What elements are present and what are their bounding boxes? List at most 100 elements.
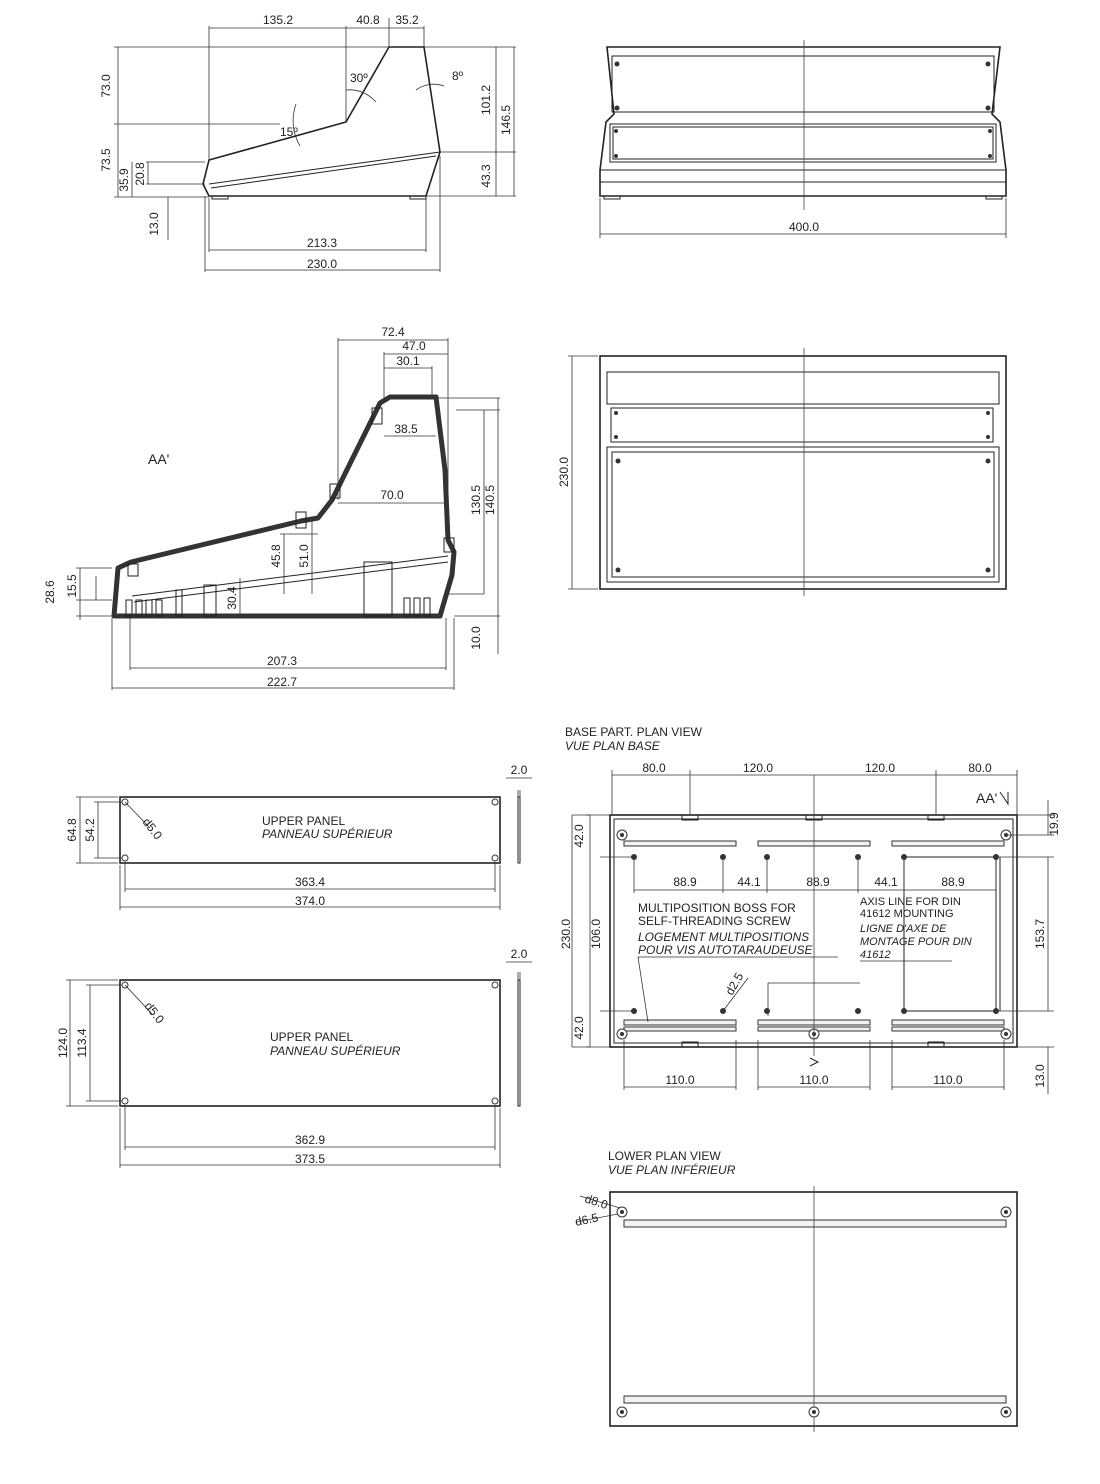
- panel2-title-fr: PANNEAU SUPÉRIEUR: [270, 1043, 401, 1058]
- dim-45-8: 45.8: [269, 544, 283, 568]
- panel2-w-outer: 373.5: [295, 1152, 325, 1166]
- dim-140-5: 140.5: [483, 485, 497, 515]
- axis-note-2: 41612 MOUNTING: [860, 908, 954, 920]
- top-view-outline: [599, 355, 1007, 590]
- panel1-title: UPPER PANEL: [262, 814, 345, 828]
- dim-135-2: 135.2: [263, 13, 293, 27]
- angle-8: 8º: [452, 69, 464, 83]
- base-right-top: 19.9: [1047, 812, 1061, 836]
- dim-73-5: 73.5: [99, 148, 113, 172]
- panel1-hole-label: d5.0: [140, 815, 166, 842]
- upper-panel-2-outline: [119, 979, 501, 1107]
- base-top-dim-4: 80.0: [968, 761, 992, 775]
- base-bottom-dim-1: 110.0: [665, 1073, 694, 1087]
- dim-43-3: 43.3: [479, 164, 493, 188]
- boss-note-2: SELF-THREADING SCREW: [638, 914, 791, 928]
- base-mid-dim-4: 44.1: [874, 875, 898, 889]
- axis-note-fr-2: MONTAGE POUR DIN: [860, 936, 972, 948]
- dim-72-4: 72.4: [381, 325, 405, 339]
- section-ribs: [125, 561, 431, 617]
- panel2-hole-label: d5.0: [142, 999, 168, 1026]
- dim-30-1: 30.1: [396, 354, 420, 368]
- dim-35-2: 35.2: [395, 13, 419, 27]
- panel1-title-fr: PANNEAU SUPÉRIEUR: [262, 826, 393, 841]
- base-top-dim-3: 120.0: [865, 761, 895, 775]
- panel2-title: UPPER PANEL: [270, 1030, 353, 1044]
- base-bottom-dim-3: 110.0: [933, 1073, 962, 1087]
- dim-13-0: 13.0: [147, 212, 161, 236]
- lower-plan-title: LOWER PLAN VIEW: [608, 1149, 721, 1163]
- base-right-bottom: 13.0: [1033, 1064, 1047, 1088]
- base-left-middle: 106.0: [589, 919, 603, 949]
- base-plan-view: BASE PART. PLAN VIEW VUE PLAN BASE AA': [559, 725, 1061, 1094]
- base-top-dim-1: 80.0: [642, 761, 666, 775]
- section-label: AA': [148, 451, 169, 467]
- base-bottom-dim-2: 110.0: [799, 1073, 828, 1087]
- panel1-thickness: 2.0: [511, 763, 528, 777]
- base-section-mark: AA': [976, 790, 997, 806]
- dim-222-7: 222.7: [267, 675, 297, 689]
- base-hole-label: d2.5: [722, 970, 746, 998]
- dim-207-3: 207.3: [267, 654, 297, 668]
- lower-plan-title-fr: VUE PLAN INFÉRIEUR: [608, 1162, 736, 1177]
- section-aa: AA': [43, 325, 500, 690]
- base-mid-dim-2: 44.1: [737, 875, 761, 889]
- side-view-outline: [202, 46, 441, 197]
- panel2-h-outer: 124.0: [56, 1028, 70, 1058]
- dim-30-4: 30.4: [225, 586, 239, 610]
- din-mounting-area: [903, 856, 997, 1012]
- base-mid-dim-1: 88.9: [673, 875, 697, 889]
- section-bosses: [127, 407, 455, 577]
- dim-15-5: 15.5: [65, 574, 79, 598]
- lower-outline: [609, 1191, 1018, 1427]
- base-left-top: 42.0: [572, 824, 586, 848]
- dim-70-0: 70.0: [380, 488, 404, 502]
- upper-panel-1-outline: [119, 796, 501, 864]
- panel1-h-inner: 54.2: [83, 818, 97, 842]
- upper-panel-1: d5.0 UPPER PANEL PANNEAU SUPÉRIEUR 64.8 …: [65, 763, 532, 910]
- base-left-bottom: 42.0: [572, 1016, 586, 1040]
- dim-47-0: 47.0: [402, 339, 426, 353]
- panel1-w-outer: 374.0: [295, 894, 325, 908]
- base-plan-title-fr: VUE PLAN BASE: [565, 739, 661, 753]
- dim-130-5: 130.5: [469, 485, 483, 515]
- base-left-total: 230.0: [559, 919, 573, 949]
- base-plan-title: BASE PART. PLAN VIEW: [565, 725, 703, 739]
- dim-400-0: 400.0: [789, 220, 819, 234]
- boss-note-1: MULTIPOSITION BOSS FOR: [638, 901, 796, 915]
- front-view-outline: [599, 46, 1007, 197]
- axis-note-fr-1: LIGNE D'AXE DE: [860, 923, 947, 935]
- boss-note-fr-2: POUR VIS AUTOTARAUDEUSE: [638, 943, 813, 957]
- base-mid-dim-3: 88.9: [806, 875, 830, 889]
- panel1-h-outer: 64.8: [65, 818, 79, 842]
- panel2-w-inner: 362.9: [295, 1133, 325, 1147]
- side-view: 135.2 40.8 35.2 73.0 73.5 35.9 20.8 13.0…: [99, 13, 516, 272]
- dim-38-5: 38.5: [394, 422, 418, 436]
- dim-73-0: 73.0: [99, 74, 113, 98]
- upper-panel-2: d5.0 UPPER PANEL PANNEAU SUPÉRIEUR 124.0…: [56, 947, 532, 1168]
- base-mid-dim-5: 88.9: [941, 875, 965, 889]
- dim-10-0: 10.0: [469, 626, 483, 650]
- dim-213-3: 213.3: [307, 236, 337, 250]
- dim-40-8: 40.8: [356, 13, 380, 27]
- top-screw-holes: [614, 411, 991, 573]
- dim-146-5: 146.5: [499, 105, 513, 135]
- top-view: 230.0: [557, 348, 1007, 596]
- axis-note-1: AXIS LINE FOR DIN: [860, 896, 961, 908]
- dim-51-0: 51.0: [297, 544, 311, 568]
- dim-35-9: 35.9: [117, 168, 131, 192]
- lower-hole-outer: d8.0: [583, 1192, 610, 1213]
- base-top-dim-2: 120.0: [743, 761, 773, 775]
- dim-20-8: 20.8: [133, 162, 147, 186]
- front-view: 400.0: [599, 40, 1007, 238]
- base-right-middle: 153.7: [1033, 919, 1047, 949]
- base-holes: [616, 829, 1012, 1040]
- axis-note-fr-3: 41612: [860, 949, 891, 961]
- panel2-thickness: 2.0: [511, 947, 528, 961]
- dim-101-2: 101.2: [479, 85, 493, 115]
- lower-holes: [616, 1206, 1012, 1418]
- lower-plan-view: LOWER PLAN VIEW VUE PLAN INFÉRIEUR d8.0 …: [574, 1149, 1018, 1432]
- angle-30: 30º: [350, 71, 368, 85]
- dim-230-0-top: 230.0: [557, 457, 571, 487]
